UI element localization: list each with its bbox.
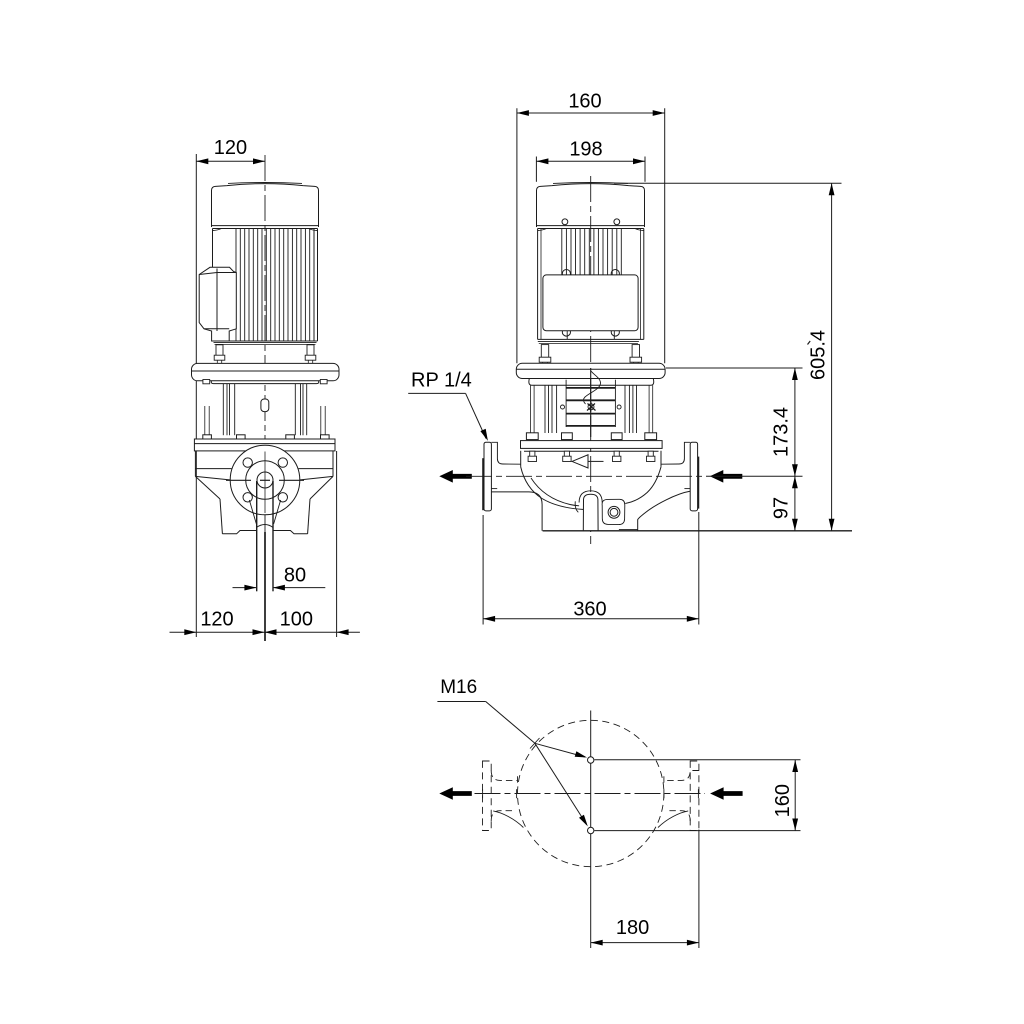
svg-text:97: 97 [771,497,793,519]
svg-text:173.4: 173.4 [771,407,793,457]
svg-text:160: 160 [772,784,794,817]
svg-text:360: 360 [573,599,606,621]
svg-text:RP 1/4: RP 1/4 [411,370,472,392]
svg-text:M16: M16 [440,677,477,698]
svg-text:120: 120 [200,608,233,630]
svg-text:198: 198 [569,139,602,161]
svg-text:605.4: 605.4 [808,330,830,380]
svg-text:160: 160 [568,91,601,113]
svg-text:80: 80 [284,565,306,587]
svg-text:180: 180 [616,917,649,939]
svg-text:120: 120 [214,137,247,159]
svg-text:100: 100 [280,608,313,630]
